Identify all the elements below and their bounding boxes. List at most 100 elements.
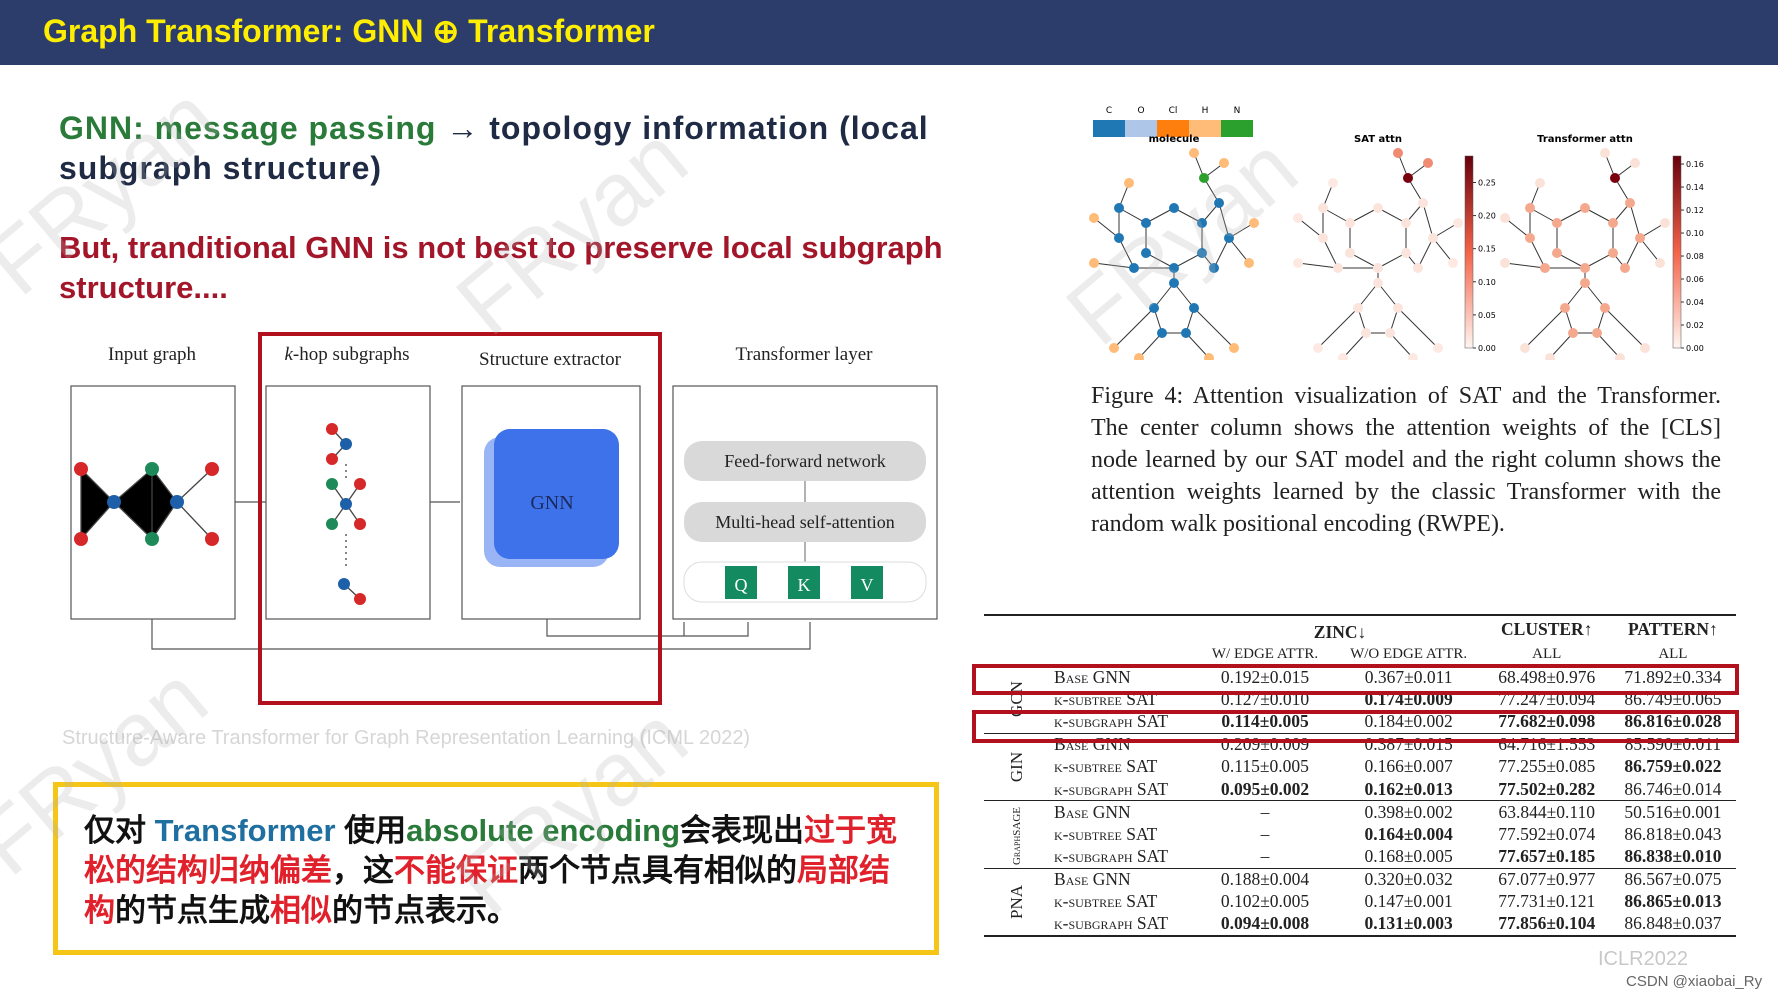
colorbar-tick: 0.08	[1686, 252, 1704, 261]
table-cell: 0.164±0.004	[1364, 823, 1453, 844]
bond	[1118, 207, 1147, 224]
atom	[1453, 218, 1463, 228]
gnn-label: GNN	[530, 492, 573, 514]
atom	[1401, 248, 1411, 258]
atom	[1181, 328, 1191, 338]
table-cell: 0.168±0.005	[1364, 846, 1453, 866]
atom	[1373, 278, 1383, 288]
table-cell: 86.816±0.028	[1624, 711, 1722, 731]
atom	[1318, 233, 1328, 243]
atom	[1655, 258, 1665, 268]
atom	[1545, 353, 1555, 360]
atom	[1209, 263, 1219, 273]
venue-label: ICLR2022	[1598, 948, 1689, 970]
molecule-graph	[1293, 148, 1463, 360]
bond	[1556, 252, 1586, 269]
table-cell: 86.759±0.022	[1624, 756, 1722, 777]
bond	[1584, 252, 1614, 269]
atom	[1428, 233, 1438, 243]
table-cell: 77.592±0.074	[1498, 823, 1596, 844]
bond	[1138, 332, 1163, 359]
table-cell: 77.657±0.185	[1498, 846, 1596, 866]
input-graph-edges	[80, 467, 213, 541]
legend-label: C	[1106, 106, 1112, 116]
atom	[1338, 353, 1348, 360]
bond	[1113, 307, 1155, 349]
colorbar-tick: 0.20	[1478, 212, 1496, 221]
table-cell: 0.184±0.002	[1364, 711, 1453, 731]
atom	[1353, 303, 1363, 313]
atom	[1197, 218, 1207, 228]
table-cell: 63.844±0.110	[1498, 801, 1595, 822]
k-label: K	[798, 575, 811, 595]
table-cell: 86.746±0.014	[1624, 778, 1722, 799]
q-label: Q	[735, 575, 748, 595]
label-input-graph: Input graph	[108, 344, 197, 365]
atom	[1640, 343, 1650, 353]
table-cell: 0.192±0.015	[1220, 666, 1310, 687]
results-table: ZINC↓CLUSTER↑PATTERN↑ W/ EDGE ATTR.W/O E…	[984, 614, 1736, 937]
label-transformer-layer: Transformer layer	[735, 344, 873, 365]
table-cell: 0.102±0.005	[1220, 891, 1310, 912]
transformer-blocks: Feed-forward network Multi-head self-att…	[683, 441, 927, 603]
header-all-pattern: ALL	[1658, 645, 1688, 662]
atom	[1214, 198, 1224, 208]
table-cell: 77.682±0.098	[1498, 711, 1596, 731]
atom	[1525, 233, 1535, 243]
table-cell: 0.147±0.001	[1364, 891, 1453, 912]
atom	[1600, 148, 1610, 158]
legend-label: H	[1202, 106, 1209, 116]
colorbar-tick: 0.02	[1686, 321, 1704, 330]
bond	[1297, 217, 1324, 239]
colorbar-tick: 0.00	[1478, 344, 1496, 353]
model-name: k-subtree SAT	[1054, 823, 1158, 844]
v-label: V	[861, 575, 874, 595]
bond	[1584, 282, 1606, 309]
atom	[1293, 258, 1303, 268]
table-cell: 77.502±0.282	[1498, 778, 1596, 799]
atom	[1204, 353, 1214, 360]
atom	[1413, 263, 1423, 273]
bond	[1504, 262, 1546, 269]
bond	[1153, 282, 1175, 309]
group-label: GIN	[984, 733, 1050, 801]
atom	[1660, 218, 1670, 228]
bond	[1377, 252, 1407, 269]
gnn-block: GNN	[484, 429, 619, 567]
atom	[1197, 248, 1207, 258]
but-statement: But, tranditional GNN is not best to pre…	[59, 230, 943, 305]
atom	[1361, 328, 1371, 338]
atom	[1610, 173, 1620, 183]
legend-label: N	[1234, 106, 1241, 116]
atom	[1149, 303, 1159, 313]
atom	[1219, 158, 1229, 168]
sat-architecture-diagram: Input graph k-hop subgraphs Structure ex…	[70, 344, 938, 650]
molecule-graph	[1500, 148, 1670, 360]
atom	[1608, 218, 1618, 228]
legend-swatch	[1093, 120, 1125, 137]
colorbar-tick: 0.06	[1686, 275, 1704, 284]
atom	[1189, 148, 1199, 158]
panel-title: Transformer attn	[1537, 134, 1633, 145]
atom	[1500, 213, 1510, 223]
table-cell: 68.498±0.976	[1498, 666, 1596, 687]
atom	[1592, 328, 1602, 338]
colorbar-tick: 0.25	[1478, 178, 1496, 187]
group-name: GraphSAGE	[1011, 807, 1024, 866]
atom	[1418, 198, 1428, 208]
atom	[1199, 173, 1209, 183]
atom	[1635, 233, 1645, 243]
atom	[1560, 303, 1570, 313]
atom	[1114, 203, 1124, 213]
atom	[1600, 303, 1610, 313]
slide-title: Graph Transformer: GNN ⊕ Transformer	[43, 13, 655, 49]
atom	[1141, 218, 1151, 228]
table-cell: 0.115±0.005	[1221, 756, 1309, 777]
bond	[1584, 207, 1614, 224]
bond	[1342, 332, 1367, 359]
atom	[1433, 343, 1443, 353]
model-name: k-subtree SAT	[1054, 756, 1158, 777]
